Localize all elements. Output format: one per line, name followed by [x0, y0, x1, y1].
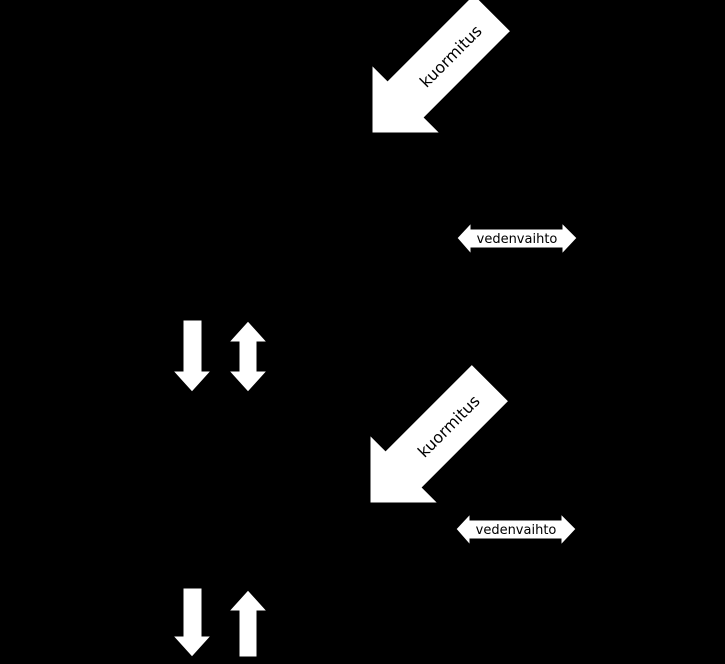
bottom-exchange-arrow-icon: vedenvaihto: [455, 512, 577, 547]
bottom-exchange-label: vedenvaihto: [476, 523, 557, 538]
top-down-arrow-icon: [171, 319, 213, 393]
bottom-up-arrow-icon: [227, 589, 269, 658]
top-load-arrow-shape: [371, 0, 512, 134]
top-exchange-arrow-icon: vedenvaihto: [456, 221, 578, 256]
top-exchange-label: vedenvaihto: [477, 232, 558, 247]
bottom-down-arrow-icon: [171, 587, 213, 658]
top-group: kuormitus vedenvaihto: [171, 0, 578, 393]
top-double-vertical-arrow-icon: [227, 320, 269, 393]
bottom-load-arrow-shape: [369, 363, 510, 504]
top-exchange-arrow-shape: [456, 221, 578, 256]
bottom-exchange-arrow-shape: [455, 512, 577, 547]
